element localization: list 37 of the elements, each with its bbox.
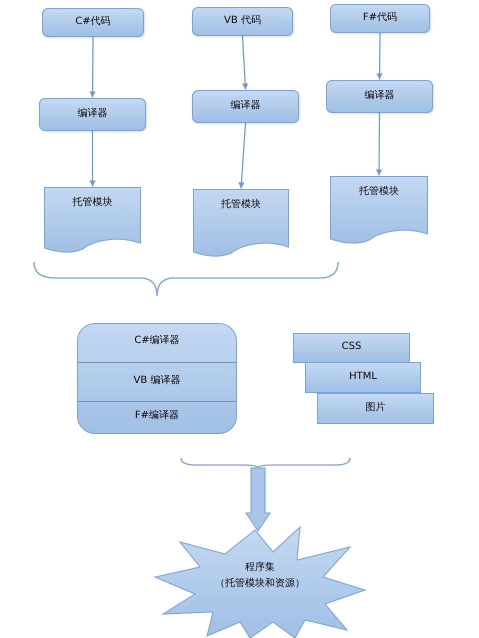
- node-label: 编译器: [230, 100, 260, 112]
- node-label: C#代码: [75, 16, 111, 28]
- node-label: （托管模块和资源）: [215, 578, 305, 590]
- arrow: [376, 113, 382, 176]
- node-label: CSS: [342, 341, 362, 353]
- document-shape: [44, 187, 141, 253]
- node-label: F#编译器: [134, 410, 180, 422]
- process-box: [326, 80, 433, 113]
- document-shape: [193, 189, 289, 257]
- resource-box: [317, 393, 434, 424]
- process-box: [42, 8, 144, 37]
- node-label: 编译器: [78, 108, 108, 120]
- block-arrow: [245, 468, 271, 532]
- node-label: F#代码: [362, 12, 398, 24]
- arrow: [90, 131, 96, 186]
- arrow: [238, 122, 246, 189]
- process-box: [192, 7, 293, 36]
- process-box: [39, 98, 146, 131]
- node-label: 编译器: [364, 90, 394, 102]
- node-label: VB 代码: [224, 14, 261, 26]
- node-label: 托管模块: [221, 199, 261, 211]
- process-box: [192, 90, 299, 123]
- node-label: 图片: [366, 402, 386, 414]
- resource-box: [293, 333, 410, 363]
- document-shape: [330, 176, 428, 244]
- arrow: [242, 36, 248, 90]
- compiler-group-box: [77, 323, 237, 434]
- arrow: [376, 33, 383, 80]
- node-label: HTML: [349, 370, 377, 382]
- node-label: VB 编译器: [134, 374, 180, 386]
- node-label: 托管模块: [72, 197, 112, 209]
- node-label: C#编译器: [134, 335, 180, 347]
- node-label: 程序集: [245, 562, 275, 574]
- resource-box: [305, 362, 421, 393]
- process-box: [330, 4, 430, 33]
- arrow: [90, 37, 96, 98]
- node-label: 托管模块: [359, 186, 399, 198]
